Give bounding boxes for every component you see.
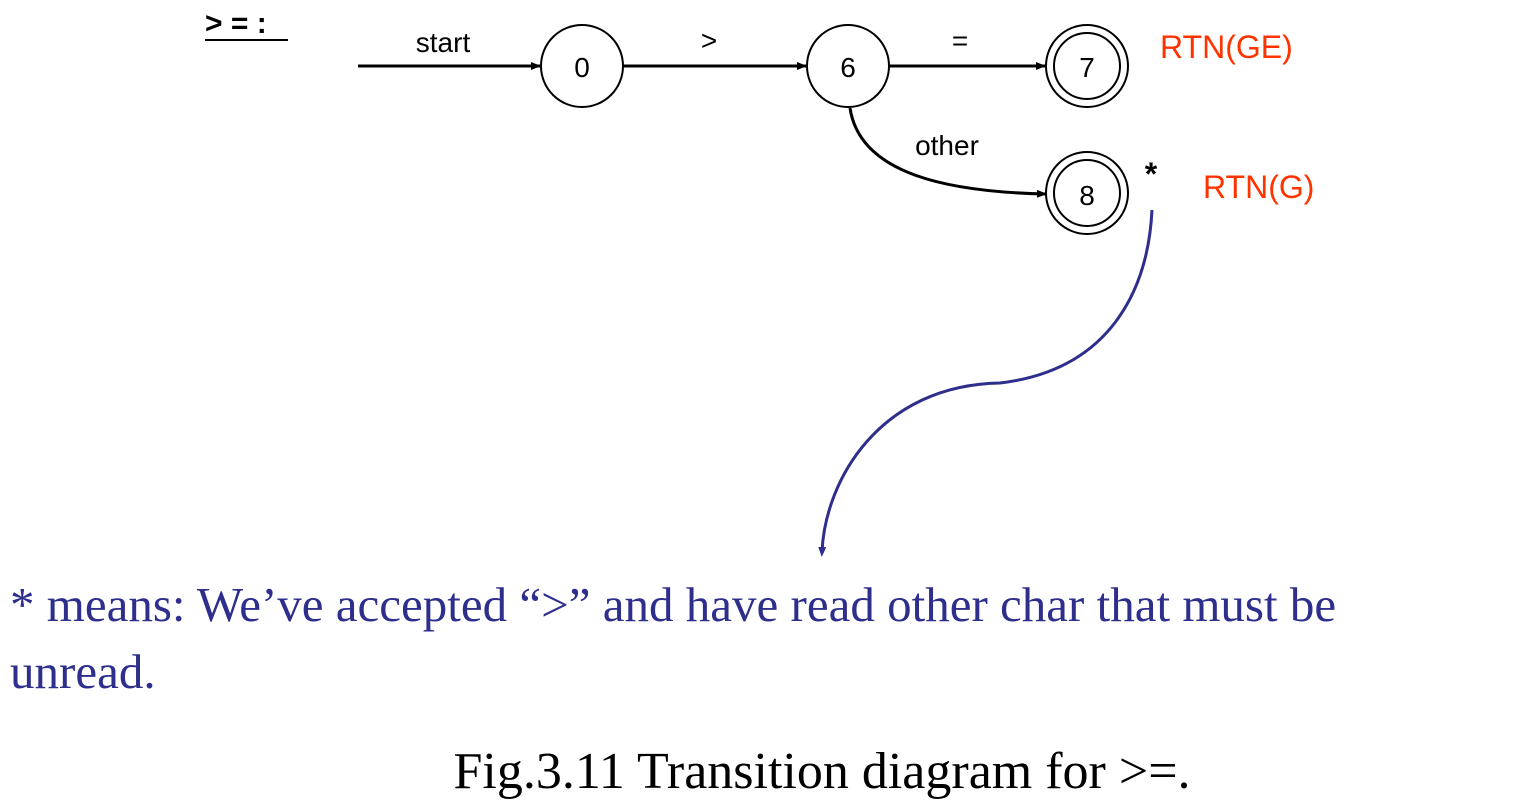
- action-state-8: RTN(G): [1203, 169, 1314, 205]
- figure-caption: Fig.3.11 Transition diagram for >=.: [453, 743, 1190, 800]
- retract-marker: *: [1145, 156, 1158, 192]
- state-7-label: 7: [1079, 52, 1095, 83]
- edge-label-6-7: =: [952, 25, 968, 56]
- note-arrow: [818, 209, 1154, 557]
- diagram-heading: > = :: [205, 7, 267, 40]
- edge-label-6-8: other: [915, 130, 979, 161]
- state-8-label: 8: [1079, 180, 1095, 211]
- action-state-7: RTN(GE): [1160, 29, 1293, 65]
- state-0-label: 0: [574, 52, 590, 83]
- edge-label-start: start: [416, 27, 471, 58]
- note-line-2: unread.: [10, 644, 156, 699]
- edge-6-8: [848, 107, 1047, 198]
- state-6-label: 6: [840, 52, 856, 83]
- state-8: 8: [1045, 151, 1129, 235]
- note-line-1: * means: We’ve accepted “>” and have rea…: [10, 577, 1336, 632]
- edge-label-0-6: >: [701, 25, 717, 56]
- state-6: 6: [806, 24, 890, 108]
- state-0: 0: [540, 24, 624, 108]
- state-7: 7: [1045, 24, 1129, 108]
